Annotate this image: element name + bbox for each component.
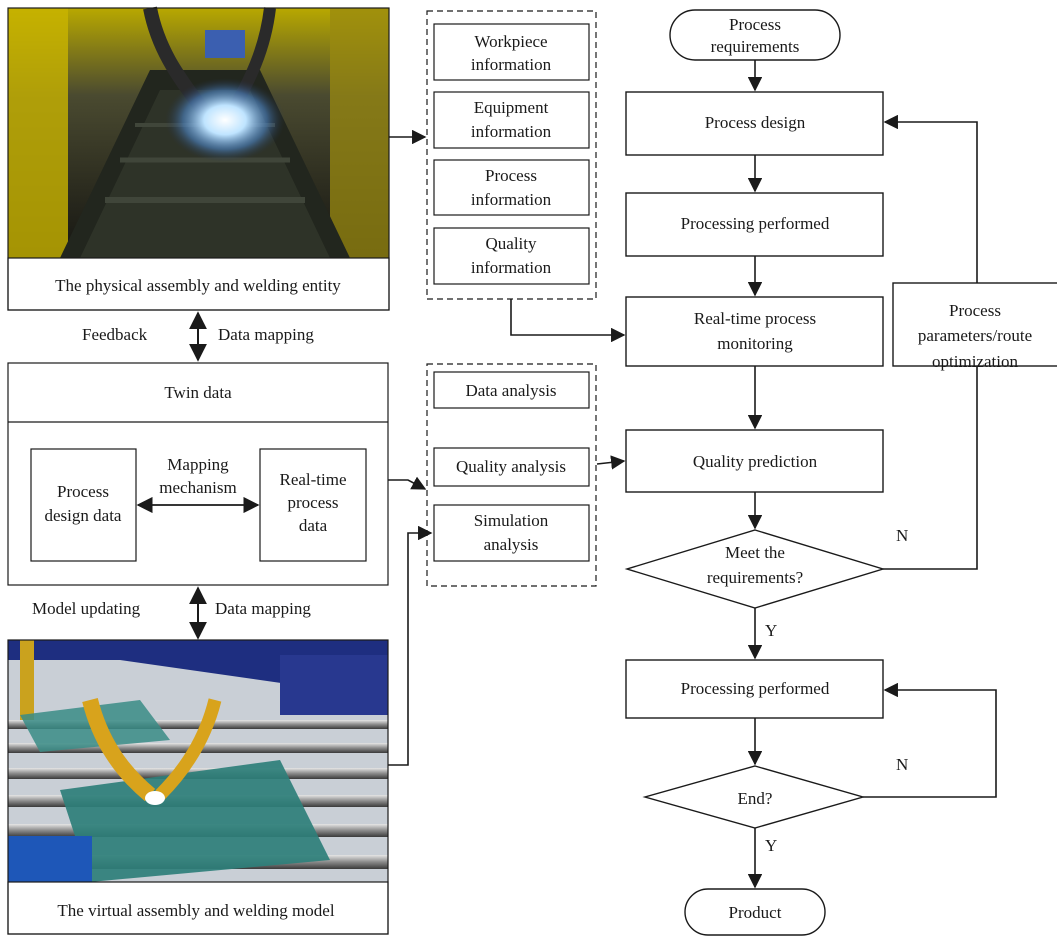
end-no-loop-arrow — [863, 682, 997, 798]
mapping-mechanism-line-1: Mapping — [167, 455, 229, 474]
start-line-1: Process — [729, 15, 781, 34]
meet-requirements-line-1: Meet the — [725, 543, 785, 562]
physical-caption: The physical assembly and welding entity — [55, 276, 341, 295]
workpiece-information-box — [433, 23, 590, 81]
process-info-line-2: information — [471, 190, 552, 209]
end-decision-label: End? — [738, 789, 773, 808]
realtime-process-data-box — [259, 448, 367, 562]
process-information-box — [433, 159, 590, 216]
quality-prediction-label: Quality prediction — [693, 452, 818, 471]
virtual-model-panel: The virtual assembly and welding model — [7, 639, 389, 935]
data-analysis-label: Data analysis — [465, 381, 556, 400]
optimization-to-design-arrow — [883, 114, 978, 283]
start-line-2: requirements — [711, 37, 800, 56]
feedback-label: Feedback — [82, 325, 148, 344]
y-label-1: Y — [765, 621, 777, 640]
simulation-analysis-line-2: analysis — [484, 535, 539, 554]
process-flowchart: Process requirements Process design Proc… — [624, 9, 1057, 936]
optimization-line-2: parameters/route — [918, 326, 1032, 345]
virtual-to-simulation-arrow — [388, 525, 433, 766]
simulation-analysis-line-1: Simulation — [474, 511, 549, 530]
quality-prediction-box — [625, 429, 884, 493]
optimization-line-1: Process — [949, 301, 1001, 320]
data-mapping-bottom-label: Data mapping — [215, 599, 311, 618]
analysis-to-prediction-arrow — [596, 455, 626, 470]
process-design-box — [625, 91, 884, 156]
process-design-data-box — [30, 448, 137, 562]
information-group: Workpiece information Equipment informat… — [426, 10, 597, 300]
twin-to-analysis-arrow — [388, 476, 427, 490]
n-label-1: N — [896, 526, 908, 545]
processing-performed-label-1: Processing performed — [681, 214, 830, 233]
realtime-process-data-line-1: Real-time — [279, 470, 346, 489]
data-analysis-box — [433, 371, 590, 409]
realtime-process-data-line-3: data — [299, 516, 328, 535]
model-updating-label: Model updating — [32, 599, 141, 618]
twin-data-panel: Twin data Process design data Real-time … — [7, 362, 389, 586]
quality-info-line-2: information — [471, 258, 552, 277]
info-to-monitoring-arrow — [510, 299, 626, 343]
optimization-box — [892, 282, 1057, 367]
process-design-label: Process design — [705, 113, 806, 132]
monitoring-line-1: Real-time process — [694, 309, 816, 328]
process-design-data-line-2: design data — [45, 506, 122, 525]
physical-entity-panel: The physical assembly and welding entity — [7, 6, 390, 311]
workpiece-line-2: information — [471, 55, 552, 74]
twin-data-title: Twin data — [164, 383, 232, 402]
data-mapping-top-label: Data mapping — [218, 325, 314, 344]
optimization-line-3: optimization — [932, 352, 1018, 371]
process-info-line-1: Process — [485, 166, 537, 185]
quality-analysis-box — [433, 447, 590, 487]
process-design-data-line-1: Process — [57, 482, 109, 501]
product-terminal — [684, 888, 826, 936]
quality-info-line-1: Quality — [486, 234, 537, 253]
y-label-2: Y — [765, 836, 777, 855]
monitoring-box — [625, 296, 884, 367]
realtime-process-data-line-2: process — [288, 493, 339, 512]
processing-performed-box-1 — [625, 192, 884, 257]
processing-performed-box-2 — [625, 659, 884, 719]
analysis-group: Data analysis Quality analysis Simulatio… — [426, 363, 597, 587]
equipment-line-2: information — [471, 122, 552, 141]
quality-information-box — [433, 227, 590, 285]
product-label: Product — [729, 903, 782, 922]
mapping-mechanism-line-2: mechanism — [159, 478, 236, 497]
equipment-line-1: Equipment — [474, 98, 549, 117]
virtual-caption: The virtual assembly and welding model — [57, 901, 334, 920]
simulation-analysis-box — [433, 504, 590, 562]
equipment-information-box — [433, 91, 590, 149]
meet-requirements-line-2: requirements? — [707, 568, 803, 587]
workpiece-line-1: Workpiece — [474, 32, 547, 51]
quality-analysis-label: Quality analysis — [456, 457, 566, 476]
monitoring-line-2: monitoring — [717, 334, 793, 353]
processing-performed-label-2: Processing performed — [681, 679, 830, 698]
n-label-2: N — [896, 755, 908, 774]
